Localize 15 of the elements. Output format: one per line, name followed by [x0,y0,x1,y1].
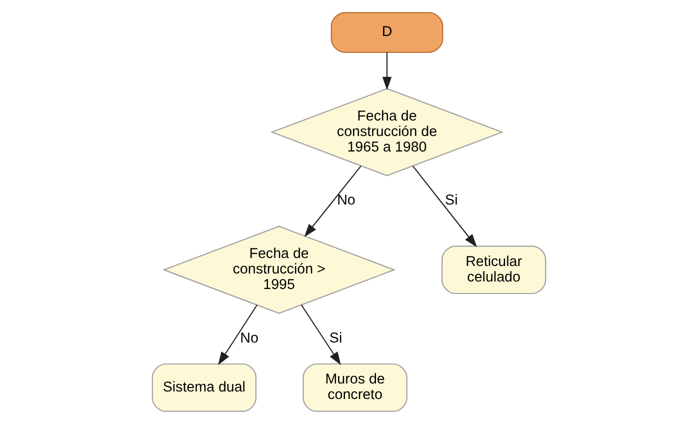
edge-label: Si [444,192,458,209]
arrow [218,304,257,366]
node-box: D [330,12,443,53]
edge-label: No [336,192,355,209]
arrow [304,166,361,238]
node-box: Muros de concreto [302,363,407,412]
edge-label: No [240,330,258,346]
node-box: Reticular celulado [441,246,546,294]
arrow [412,166,476,248]
edge-label: Si [328,330,342,346]
node-box: Sistema dual [151,363,256,412]
arrow [382,52,392,90]
arrow [300,304,340,366]
node-diamond: Fecha de construcción > 1995 [162,226,396,314]
node-diamond: Fecha de construcción de 1965 a 1980 [270,88,504,176]
